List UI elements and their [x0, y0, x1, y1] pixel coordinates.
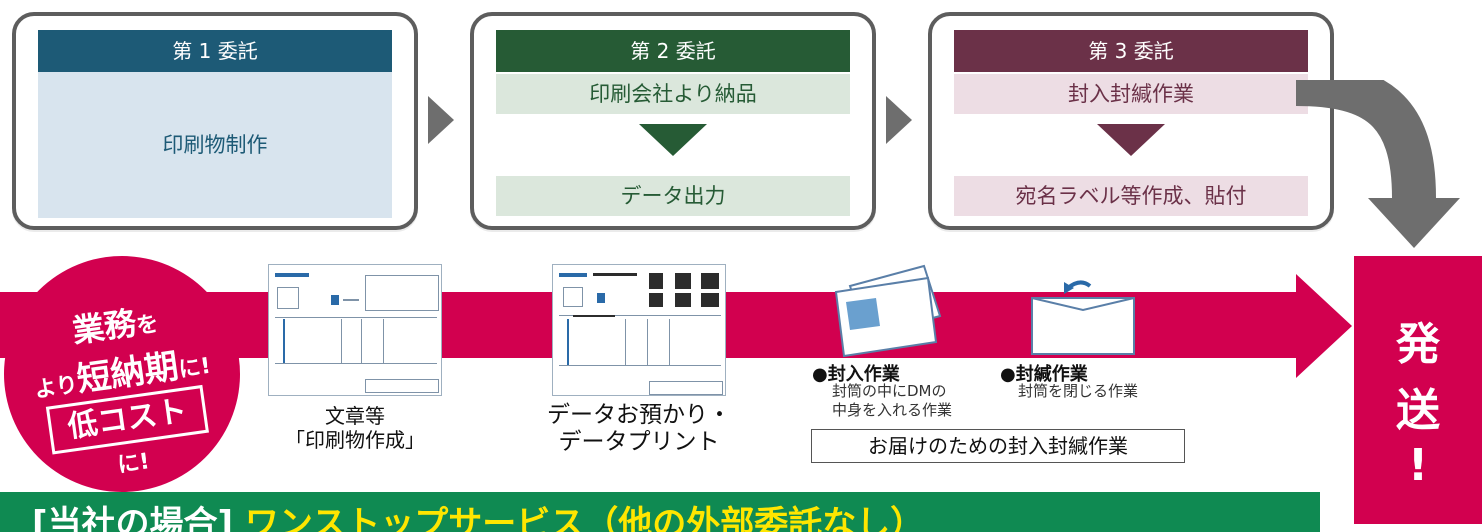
stage-1-panel: 第 1 委託 印刷物制作	[12, 12, 418, 230]
bullet-seal-title: ●封緘作業	[1000, 364, 1088, 385]
stage-3-panel: 第 3 委託 封入封緘作業 宛名ラベル等作成、貼付	[928, 12, 1334, 230]
badge-text: 業務	[69, 303, 139, 351]
arrow-right-icon	[886, 96, 912, 144]
insert-seal-label: お届けのための封入封緘作業	[811, 429, 1185, 463]
caption-line: データお預かり・	[547, 402, 731, 428]
stage-2-item-1: 印刷会社より納品	[496, 74, 850, 114]
process-band-arrowhead	[1296, 274, 1352, 378]
badge-text: に!	[177, 353, 213, 383]
banner-main: ワンストップサービス（他の外部委託なし）	[244, 504, 925, 532]
stage-1-header: 第 1 委託	[38, 30, 392, 72]
stage-3-item-2: 宛名ラベル等作成、貼付	[954, 176, 1308, 216]
bullet-insert-desc: 封筒の中にDMの 中身を入れる作業	[832, 382, 952, 420]
promo-badge: 業務を より短納期に! 低コストに!	[0, 240, 256, 508]
bullet-seal-desc: 封筒を閉じる作業	[1018, 382, 1138, 401]
bullet-desc-line: 封筒の中にDMの	[832, 382, 947, 400]
document-image-2	[552, 264, 726, 396]
caption-line: 文章等	[325, 404, 385, 428]
arrow-right-icon	[428, 96, 454, 144]
send-box: 発 送 !	[1354, 256, 1482, 524]
caption-line: データプリント	[558, 429, 720, 455]
document-caption-1: 文章等 「印刷物作成」	[268, 404, 442, 452]
arrow-down-icon	[1097, 124, 1165, 156]
document-image-1	[268, 264, 442, 396]
bullet-desc-line: 封筒を閉じる作業	[1018, 382, 1139, 400]
stage-3-header: 第 3 委託	[954, 30, 1308, 72]
stage-1-item: 印刷物制作	[38, 72, 392, 218]
badge-text: に!	[115, 449, 152, 479]
badge-text: を	[134, 311, 161, 340]
curved-arrow-icon	[1296, 80, 1460, 248]
stage-2-panel: 第 2 委託 印刷会社より納品 データ出力	[470, 12, 876, 230]
arrow-down-icon	[639, 124, 707, 156]
send-char: !	[1407, 440, 1429, 491]
banner-text: [当社の場合] ワンストップサービス（他の外部委託なし）	[32, 496, 924, 532]
badge-text: より	[32, 372, 80, 404]
envelope-insert-icon	[834, 264, 942, 358]
envelope-seal-icon	[1031, 280, 1135, 355]
badge-text: 低コスト	[65, 393, 190, 445]
send-char: 発	[1396, 319, 1440, 370]
stage-2-item-2: データ出力	[496, 176, 850, 216]
document-caption-2: データお預かり・ データプリント	[532, 402, 746, 456]
banner-prefix: [当社の場合]	[32, 504, 234, 532]
caption-line: 「印刷物作成」	[285, 428, 425, 452]
bullet-insert-title: ●封入作業	[812, 364, 900, 385]
bullet-desc-line: 中身を入れる作業	[832, 401, 953, 419]
send-char: 送	[1396, 385, 1440, 436]
one-stop-banner: [当社の場合] ワンストップサービス（他の外部委託なし）	[0, 492, 1320, 532]
stage-3-item-1: 封入封緘作業	[954, 74, 1308, 114]
stage-2-header: 第 2 委託	[496, 30, 850, 72]
